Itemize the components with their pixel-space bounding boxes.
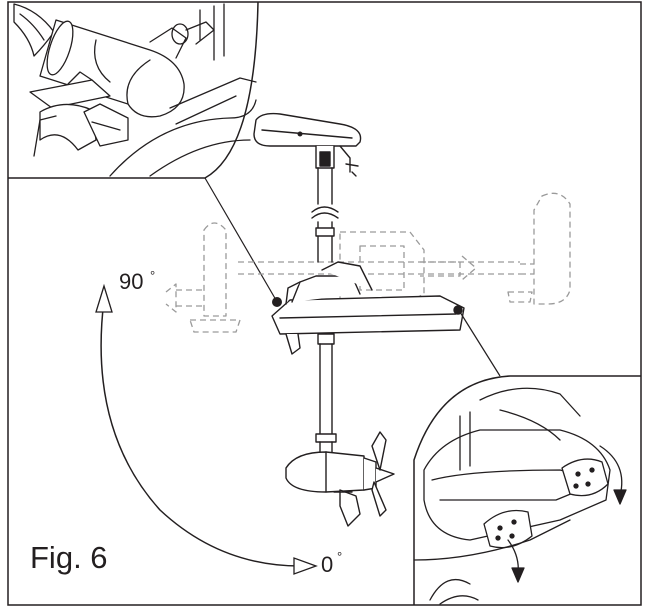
mount-bracket: [271, 295, 465, 335]
angle-90-label: 90: [119, 269, 144, 294]
inset-top-left: [8, 1, 259, 179]
curved-arrow-icon: [599, 445, 627, 505]
lower-unit: [285, 451, 365, 493]
leader-line-top: [204, 177, 277, 301]
degree-symbol-0: °: [337, 549, 343, 564]
tiller-handle: [253, 112, 362, 147]
main-motor: [253, 112, 465, 527]
curved-double-arrow-icon: [95, 283, 318, 575]
inset-top-left-border: [8, 1, 259, 179]
leader-line-bottom: [459, 311, 501, 377]
curved-arrow-icon: [507, 539, 525, 583]
inset-bottom-right-border: [413, 375, 641, 605]
angle-0-label: 0: [321, 552, 334, 577]
degree-symbol-90: °: [150, 268, 156, 283]
figure-frame: [7, 1, 642, 606]
inset-bottom-right: [413, 375, 641, 605]
leader-dot-top: [272, 297, 282, 307]
figure-label: Fig. 6: [30, 540, 108, 575]
